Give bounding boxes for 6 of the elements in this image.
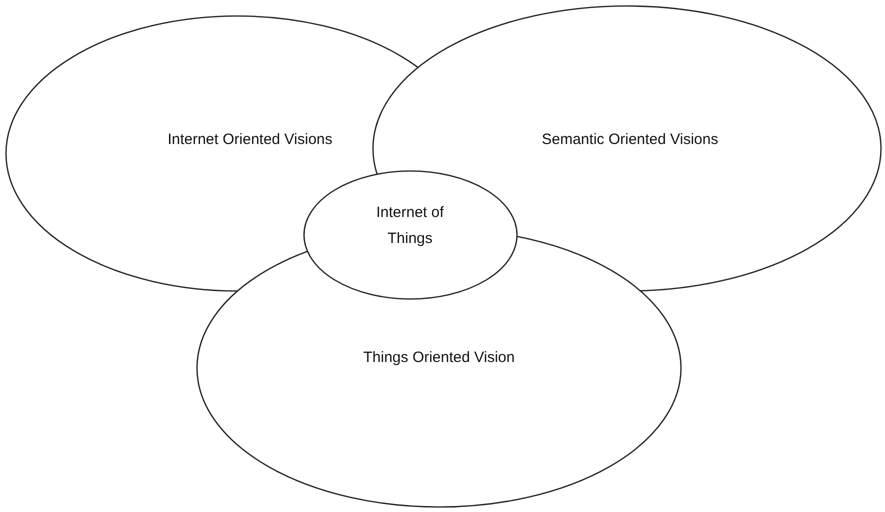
venn-ellipse bbox=[303, 170, 518, 300]
ellipse-label: Internet of Things bbox=[375, 203, 445, 249]
ellipse-label: Internet Oriented Visions bbox=[166, 130, 334, 150]
venn-ellipse bbox=[372, 5, 882, 292]
ellipse-label: Semantic Oriented Visions bbox=[540, 130, 720, 150]
ellipse-label: Things Oriented Vision bbox=[362, 348, 516, 368]
